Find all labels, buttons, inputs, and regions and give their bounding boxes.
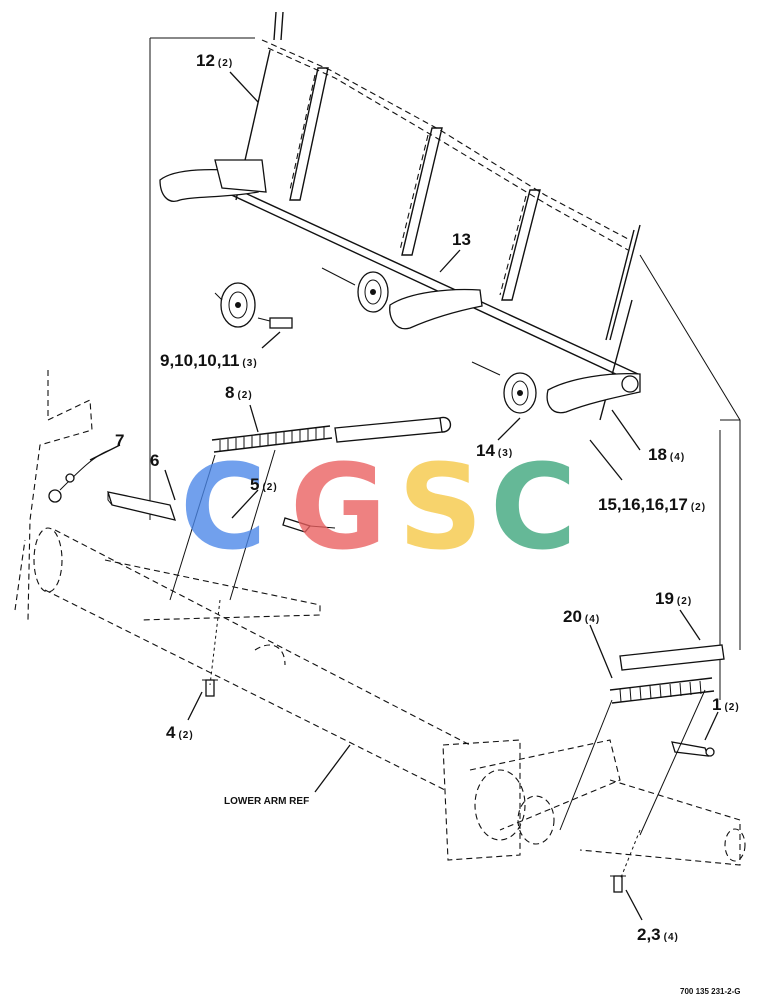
bolt-2-3 <box>610 875 626 893</box>
spring-19 <box>609 644 725 704</box>
watermark-letter-c1: C <box>180 438 267 576</box>
callout-9-10-11: 9,10,10,11(3) <box>160 351 258 370</box>
callout-labels: 12(2) 13 9,10,10,11(3) 8(2) 7 6 5(2) 14(… <box>115 51 741 996</box>
figure-number: 700 135 231-2-G <box>680 987 741 996</box>
bolt-4 <box>202 679 218 697</box>
clip-5 <box>282 517 336 533</box>
callout-20: 20(4) <box>563 607 600 626</box>
support-plates <box>289 67 541 301</box>
callout-13: 13 <box>452 230 471 249</box>
pulley-right <box>471 361 537 414</box>
callout-18: 18(4) <box>648 445 685 464</box>
bracket-6 <box>107 491 176 521</box>
callout-19: 19(2) <box>655 589 692 608</box>
callout-8: 8(2) <box>225 383 253 402</box>
lower-arm <box>33 527 746 866</box>
left-frame-outline <box>14 370 93 621</box>
callout-6: 6 <box>150 451 159 470</box>
upper-link-rods <box>235 11 641 421</box>
bracket-7 <box>48 449 111 503</box>
upper-frame-outline <box>149 37 741 700</box>
callout-7: 7 <box>115 431 124 450</box>
assembly-lines <box>169 449 706 881</box>
callout-12: 12(2) <box>196 51 233 70</box>
callout-15-16-17: 15,16,16,17(2) <box>598 495 706 514</box>
pin-1 <box>671 741 715 757</box>
pulley-middle <box>321 267 389 313</box>
spring-8 <box>211 416 452 453</box>
callout-14: 14(3) <box>476 441 513 460</box>
watermark-letter-s: S <box>398 438 483 576</box>
shaft-13 <box>159 159 641 414</box>
pulley-left <box>214 282 293 329</box>
callout-5: 5(2) <box>250 475 278 494</box>
watermark-letter-g: G <box>290 438 387 576</box>
lower-arm-ref-label: LOWER ARM REF <box>224 796 309 807</box>
watermark: C G S C <box>180 438 577 576</box>
callout-2-3: 2,3(4) <box>637 925 679 944</box>
leader-lines <box>89 71 719 921</box>
watermark-letter-c2: C <box>490 438 577 576</box>
callout-1: 1(2) <box>712 695 740 714</box>
callout-4: 4(2) <box>166 723 194 742</box>
